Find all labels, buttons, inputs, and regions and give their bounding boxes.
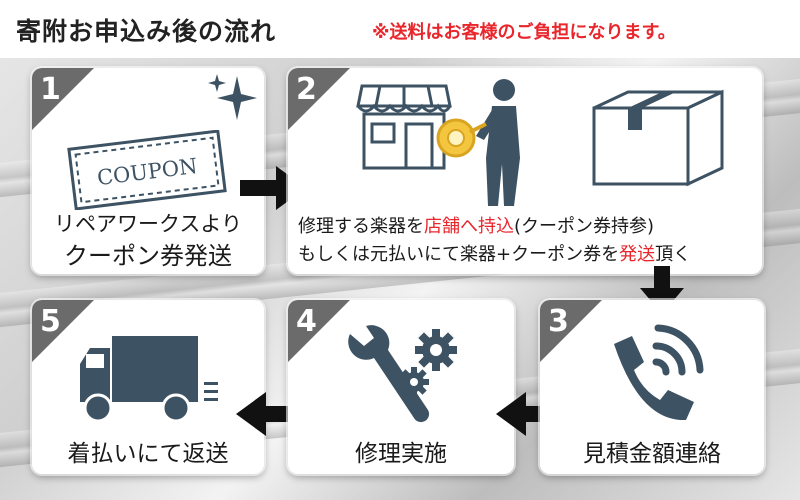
step-corner — [288, 300, 350, 362]
step-2-text: もしくは元払いにて楽器+クーポン券を — [298, 244, 620, 265]
step-corner — [288, 68, 350, 130]
truck-icon — [80, 336, 218, 423]
box-icon — [592, 89, 724, 187]
step-2-text: 頂く — [655, 244, 692, 265]
shipping-note: ※送料はお客様のご負担になります。 — [372, 22, 676, 43]
step-2-line1: 修理する楽器を店舗へ持込(クーポン券持参) — [298, 212, 758, 238]
step-2-text: 修理する楽器を — [298, 216, 424, 237]
arrow-down-icon — [640, 266, 684, 314]
step-3-label: 見積金額連絡 — [583, 441, 721, 467]
step-1-line2: クーポン券発送 — [64, 242, 232, 270]
step-number: 2 — [296, 72, 317, 107]
arrow-left-icon — [496, 392, 562, 436]
step-4-card: 4 — [288, 300, 514, 474]
step-number: 5 — [40, 304, 61, 339]
sparkle-icon — [208, 74, 257, 120]
step-1-card: 1 COUPON リペアワークスより クーポン券発送 — [32, 68, 264, 274]
step-3-card: 3 見積金額連絡 — [540, 300, 764, 474]
step-corner — [32, 300, 94, 362]
step-2-card: 2 修理する楽器を店舗へ持込(クーポン券持参) もしくは元払いにて楽器+クーポン… — [288, 68, 762, 274]
page-title: 寄附お申込み後の流れ — [16, 17, 277, 46]
step-corner — [32, 68, 94, 130]
step-number: 4 — [296, 304, 317, 339]
arrow-left-icon — [236, 392, 302, 436]
step-number: 1 — [40, 72, 61, 107]
header-bar: 寄附お申込み後の流れ ※送料はお客様のご負担になります。 — [0, 0, 800, 58]
wrench-gears-icon — [348, 325, 457, 423]
step-corner — [540, 300, 602, 362]
step-number: 3 — [548, 304, 569, 339]
step-2-text: (クーポン券持参) — [514, 216, 655, 237]
step-5-card: 5 着払いにて返送 — [32, 300, 264, 474]
person-with-horn-icon — [436, 79, 520, 206]
phone-icon — [614, 324, 704, 421]
step-2-highlight: 店舗へ持込 — [424, 216, 514, 237]
coupon-icon: COUPON — [67, 130, 227, 210]
shop-icon — [356, 84, 452, 170]
step-5-label: 着払いにて返送 — [67, 441, 229, 467]
step-2-highlight: 発送 — [619, 244, 656, 265]
step-4-label: 修理実施 — [355, 441, 447, 467]
step-2-line2: もしくは元払いにて楽器+クーポン券を発送頂く — [298, 240, 758, 266]
step-1-line1: リペアワークスより — [54, 212, 242, 236]
